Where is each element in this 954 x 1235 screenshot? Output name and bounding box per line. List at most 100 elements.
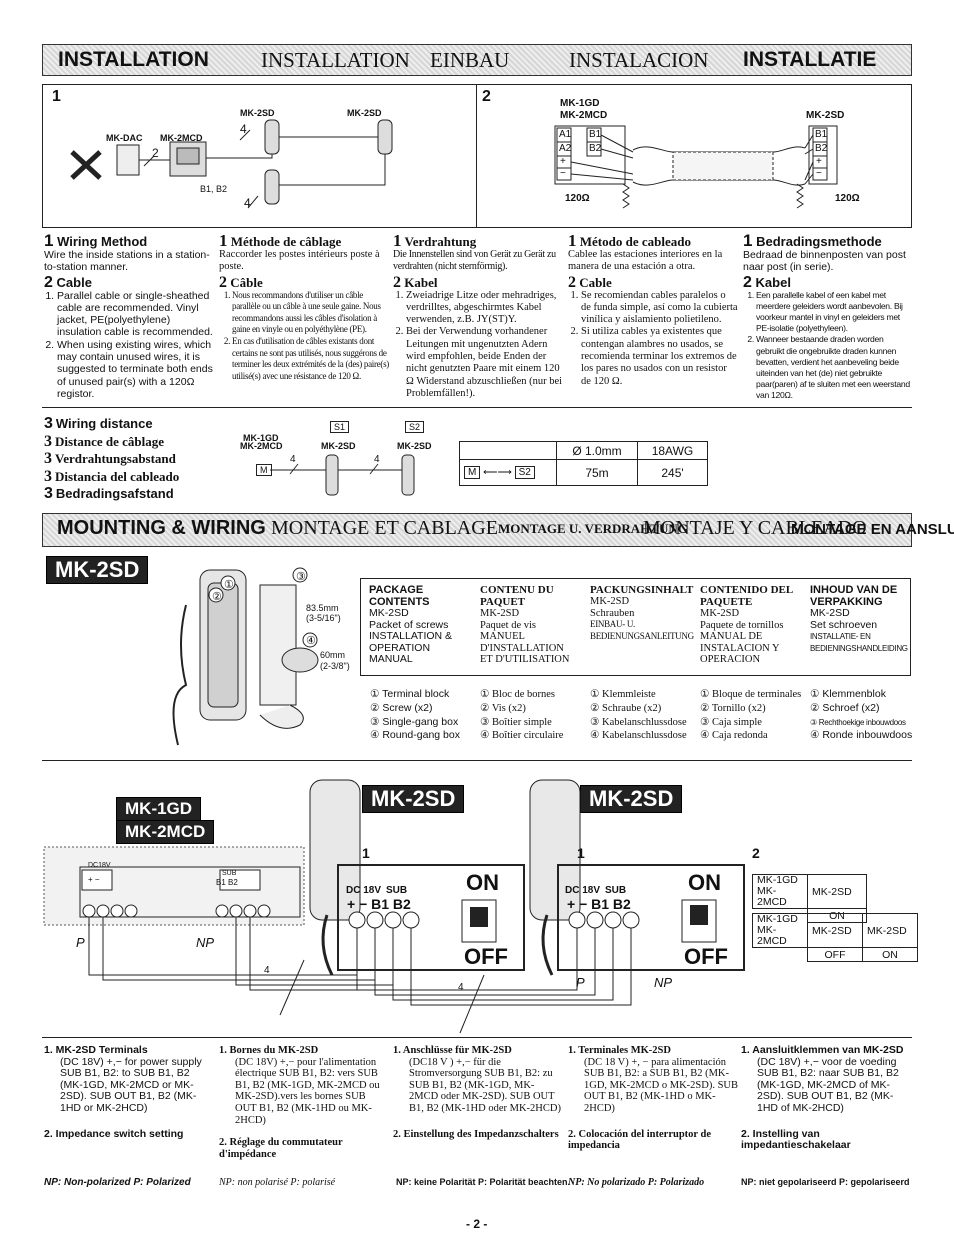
banner-title-en: MOUNTING & WIRING	[57, 517, 266, 539]
list-item: When using existing wires, which may con…	[57, 339, 216, 400]
callout-3: ③	[296, 571, 306, 583]
model-tag: MK-2SD	[362, 785, 465, 813]
terminal-screws	[82, 904, 271, 918]
section-heading: Câble	[230, 274, 263, 290]
page-number: - 2 -	[466, 1217, 488, 1231]
terminal-label: B2	[815, 143, 828, 154]
part-item: ④ Kabelanschlussdose	[590, 730, 687, 742]
section-heading: Verdrahtung	[404, 234, 477, 249]
cell: OFF	[807, 947, 863, 962]
package-item: BEDIENUNGSANLEITUNG	[590, 630, 694, 641]
section-heading: Cable	[579, 274, 612, 290]
note-body: (DC 18V) +,− for power supply SUB B1, B2…	[60, 1055, 202, 1114]
package-item: Paquete de tornillos	[700, 619, 784, 631]
handset-icon	[264, 119, 280, 155]
resistor-icon	[796, 183, 804, 209]
banner-title-de: MONTAGE U. VERDRAHTUNG	[498, 521, 688, 536]
step-number: 1	[743, 231, 753, 250]
model-label: MK-2SD	[321, 441, 356, 451]
paragraph: Cablee las estaciones interiores en la m…	[568, 249, 723, 273]
switch-on-label: ON	[688, 870, 721, 895]
station-label: S2	[405, 421, 425, 433]
step-number: 2	[219, 273, 227, 291]
divider	[42, 407, 912, 408]
figure-frame	[42, 84, 912, 228]
part-item: ③ Single-gang box	[370, 715, 459, 728]
terminal-label: A1	[559, 129, 572, 140]
cell: MK-1GD MK-2MCD	[752, 874, 808, 909]
package-item: OPERATION	[369, 641, 431, 654]
divider	[42, 1037, 912, 1038]
resistor-label: 120Ω	[565, 193, 590, 204]
package-heading: CONTENIDO DEL PAQUETE	[700, 584, 793, 608]
heading-nl: Bedradingsafstand	[55, 486, 174, 501]
step-number: 2	[743, 273, 752, 291]
terminals-note-fr: 1. Bornes du MK-2SD (DC 18V) +,− pour l'…	[219, 1045, 389, 1160]
model-label: MK-2MCD	[160, 133, 203, 143]
part-item: ① Klemmleiste	[590, 689, 656, 700]
wiring-diagram	[43, 779, 745, 1034]
note-heading: 1. Anschlüsse für MK-2SD	[393, 1045, 512, 1056]
polarity-label: P	[76, 935, 85, 950]
list-item: Een parallelle kabel of een kabel met me…	[756, 290, 911, 335]
switch-off-label: OFF	[464, 944, 508, 969]
note-heading: 1. Terminales MK-2SD	[568, 1045, 671, 1056]
note-heading: 2. Réglage du commutateur d'impédance	[219, 1137, 343, 1160]
cell: MK-2SD	[807, 874, 867, 909]
step-number: 1	[568, 231, 577, 250]
wire-diameter: Ø 1.0mm	[556, 441, 638, 460]
handset-icon	[264, 169, 280, 205]
station-label: S2	[514, 466, 535, 479]
model-label: MK-DAC	[106, 133, 143, 143]
wire-count: 4	[244, 196, 251, 210]
model-label: MK-2MCD	[240, 441, 283, 451]
part-item: ② Schraube (x2)	[590, 702, 662, 714]
step-number: 2	[44, 273, 53, 291]
model-label: MK-2MCD	[560, 110, 608, 121]
terminal-label: + − B1 B2	[347, 896, 411, 912]
part-item: ④ Caja redonda	[700, 730, 768, 742]
terminal-label: A2	[559, 143, 572, 154]
part-item: ② Schroef (x2)	[810, 701, 880, 714]
part-item: ③ Rechthoekige inbouwdoos	[810, 717, 906, 727]
terminal-label: +	[560, 156, 566, 167]
note-heading: 1. Aansluitklemmen van MK-2SD	[741, 1044, 904, 1056]
part-item: ② Tornillo (x2)	[700, 702, 766, 714]
heading-fr: Distance de câblage	[55, 433, 165, 449]
parts-list-en: ① Terminal block ② Screw (x2) ③ Single-g…	[370, 688, 480, 743]
heading-en: Wiring distance	[55, 416, 153, 431]
terminals-note-de: 1. Anschlüsse für MK-2SD (DC18 V ) +,− f…	[393, 1045, 563, 1140]
mounting-banner: MOUNTING & WIRING MONTAGE ET CABLAGE MON…	[42, 513, 954, 547]
package-item: EINBAU- U.	[590, 619, 635, 629]
wire-gauge: 18AWG	[637, 441, 708, 460]
banner-title-nl: INSTALLATIE	[743, 48, 877, 71]
part-item: ② Vis (x2)	[480, 702, 526, 714]
resistor-icon	[622, 183, 630, 209]
cell: MK-1GD MK-2MCD	[752, 913, 808, 948]
part-item: ① Terminal block	[370, 688, 450, 700]
package-contents-nl: INHOUD VAN DE VERPAKKING MK-2SD Set schr…	[810, 584, 910, 654]
package-item: INSTALACION Y	[700, 642, 780, 654]
note-heading: 2. Instelling van impedantieschakelaar	[741, 1127, 851, 1152]
polarity-label: NP	[654, 975, 673, 990]
list-item: Wanneer bestaande draden worden gebruikt…	[756, 334, 911, 401]
list-item: Zweiadrige Litze oder mehradriges, verdr…	[406, 290, 563, 327]
station-label: S1	[330, 421, 350, 433]
instructions-en: 1 Wiring Method Wire the inside stations…	[44, 232, 216, 400]
note-body: (DC 18V) +,− voor de voeding SUB B1, B2:…	[757, 1055, 899, 1114]
banner-title-de: EINBAU	[430, 48, 510, 72]
callout-1: ①	[224, 579, 234, 591]
callout-4: ④	[306, 635, 316, 647]
paragraph: Bedraad de binnenposten van post naar po…	[743, 249, 906, 274]
package-item: BEDIENINGSHANDLEIDING	[810, 643, 908, 653]
list-item: Se recomiendan cables paralelos o de fun…	[581, 290, 738, 327]
parts-list-fr: ① Bloc de bornes ② Vis (x2) ③ Boîtier si…	[480, 688, 590, 743]
model-label: MK-2SD	[397, 441, 432, 451]
distance-wiring-lines	[270, 454, 415, 496]
divider	[42, 760, 912, 761]
dimension-label: (3-5/16")	[306, 613, 341, 623]
part-item: ④ Round-gang box	[370, 729, 460, 742]
note-heading: 2. Colocación del interruptor de impedan…	[568, 1128, 712, 1152]
